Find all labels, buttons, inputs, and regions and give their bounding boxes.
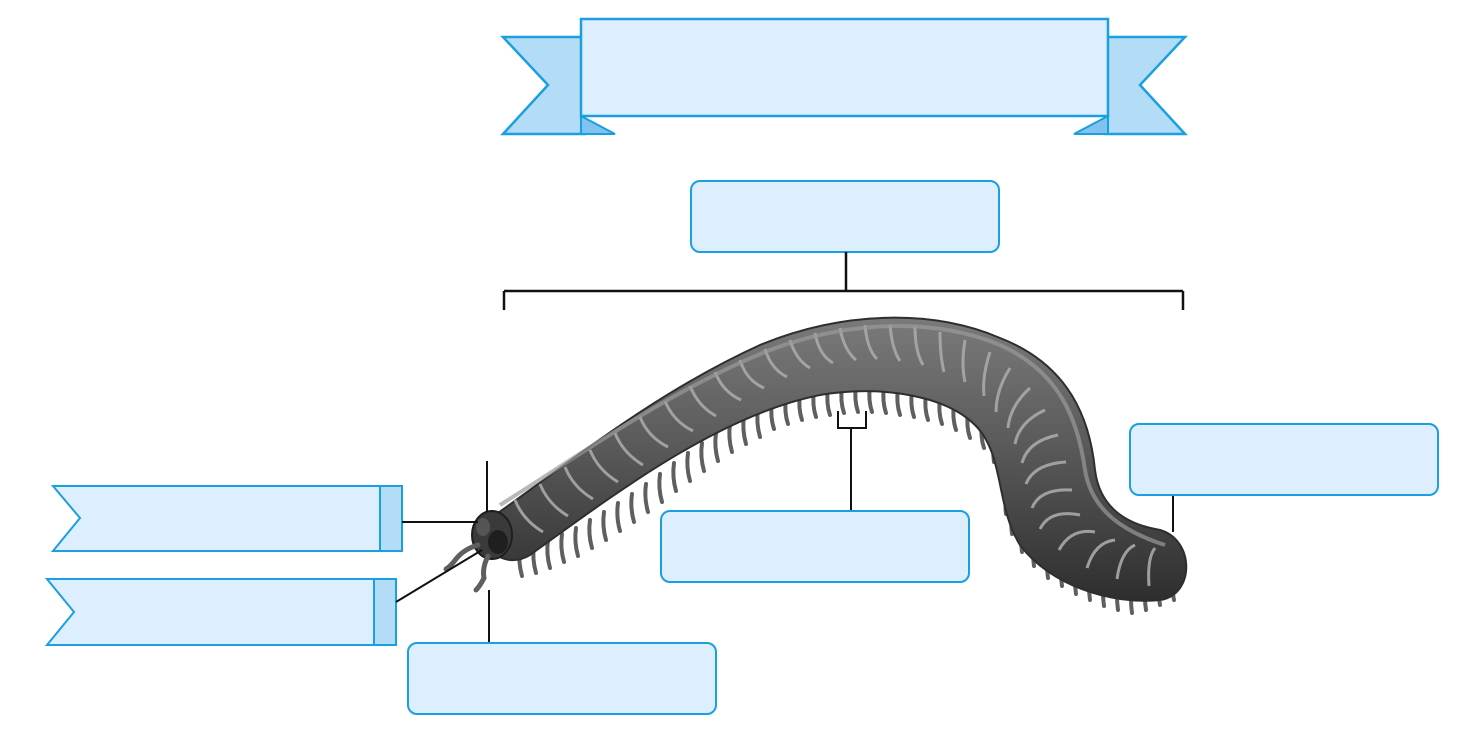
legs-label-box[interactable] <box>660 510 970 583</box>
millipede-illustration <box>443 316 1188 615</box>
head-upper-ribbon-end <box>379 485 403 552</box>
tail-label-box[interactable] <box>1129 423 1439 496</box>
connector-lines <box>395 411 1174 643</box>
banner-main[interactable] <box>579 17 1110 118</box>
millipede-head <box>471 510 513 560</box>
head-lower-connector <box>395 549 483 603</box>
banner-left-tail <box>500 35 587 136</box>
body-segments <box>513 324 1157 587</box>
head-upper-ribbon[interactable] <box>50 485 381 552</box>
legs-label <box>660 510 970 583</box>
banner-right-fold <box>1073 114 1109 135</box>
body-highlight <box>498 324 1166 547</box>
body-label-box[interactable] <box>690 180 1000 253</box>
title-banner <box>500 17 1188 136</box>
head-lower-ribbon-end <box>373 578 397 646</box>
head-upper-label <box>50 485 403 552</box>
legs-connector <box>837 411 867 511</box>
banner-right-tail <box>1103 35 1188 136</box>
head-lower-ribbon[interactable] <box>44 578 375 646</box>
body-bracket <box>502 252 1185 310</box>
body-label-group <box>502 180 1185 310</box>
tail-label <box>1129 423 1439 496</box>
banner-left-fold <box>580 114 616 135</box>
mouth-label-box[interactable] <box>407 642 717 715</box>
millipede-antennae <box>443 542 491 593</box>
millipede-body <box>485 316 1188 602</box>
head-lower-label <box>44 578 397 646</box>
mouth-label <box>407 642 717 715</box>
